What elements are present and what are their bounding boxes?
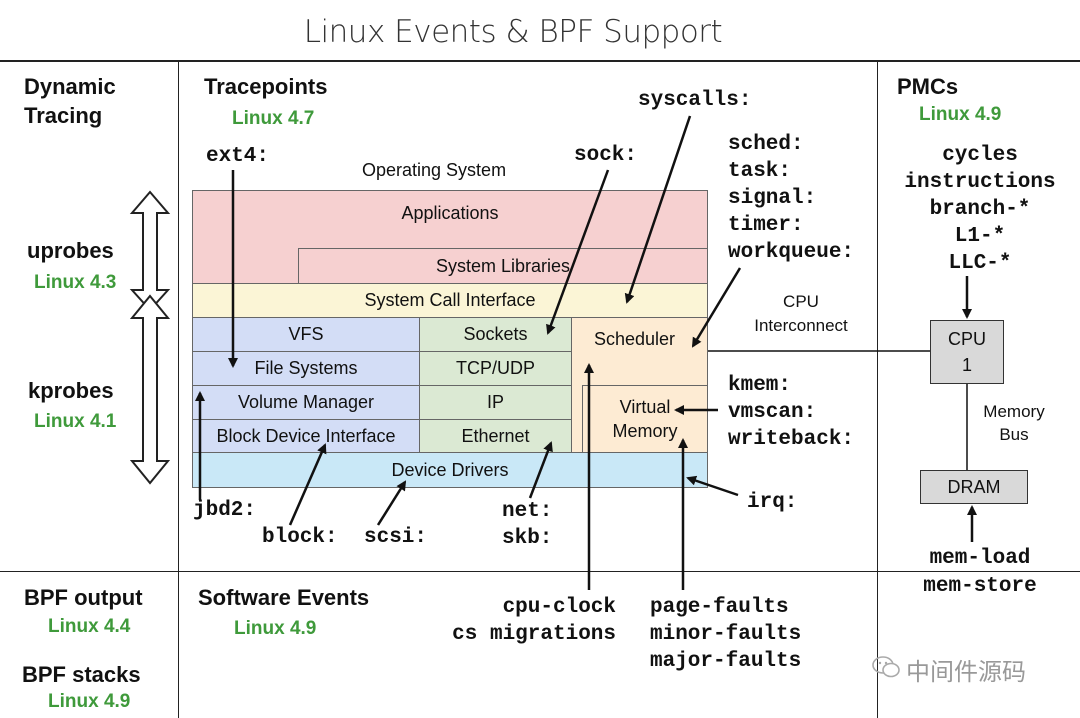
volume-manager-label: Volume Manager <box>237 392 375 412</box>
uprobes-version: Linux 4.3 <box>34 272 117 293</box>
watermark: 中间件源码 <box>872 652 1026 687</box>
virtual-memory-label: Virtual Memory <box>612 397 678 441</box>
ethernet-label: Ethernet <box>461 425 530 446</box>
device-drivers-box: Device Drivers <box>192 452 708 488</box>
pmcs-version: Linux 4.9 <box>919 104 1002 125</box>
net-skb-tracepoints: net: skb: <box>502 500 553 550</box>
uprobes-double-arrow <box>129 190 171 312</box>
tcp-udp-label: TCP/UDP <box>455 358 535 378</box>
cpu-box: CPU 1 <box>930 320 1004 384</box>
ip-box: IP <box>419 385 572 420</box>
block-device-interface-box: Block Device Interface <box>192 419 420 453</box>
fault-software-events: page-faults minor-faults major-faults <box>650 596 802 673</box>
irq-arrow <box>686 475 739 497</box>
scheduler-label: Scheduler <box>594 329 676 349</box>
cpu-interconnect-label: CPU Interconnect <box>754 292 848 335</box>
block-arrow <box>288 443 327 526</box>
watermark-text: 中间件源码 <box>906 658 1026 686</box>
jbd2-tracepoint: jbd2: <box>193 499 257 522</box>
top-divider <box>0 60 1080 62</box>
pmc-events: cycles instructions branch-* L1-* LLC-* <box>904 144 1056 275</box>
block-device-interface-label: Block Device Interface <box>216 425 396 446</box>
cpu-software-events: cpu-clock cs migrations <box>452 596 616 646</box>
left-divider <box>178 61 179 718</box>
kprobes-version: Linux 4.1 <box>34 411 117 432</box>
tracepoints-version: Linux 4.7 <box>232 108 315 129</box>
file-systems-box: File Systems <box>192 351 420 386</box>
wechat-icon <box>872 655 900 685</box>
right-divider <box>877 61 878 718</box>
tcp-udp-box: TCP/UDP <box>419 351 572 386</box>
volume-manager-box: Volume Manager <box>192 385 420 420</box>
virtual-memory-box: Virtual Memory <box>582 385 708 453</box>
tracepoints-heading: Tracepoints <box>204 74 328 99</box>
system-call-interface-box: System Call Interface <box>192 283 708 318</box>
system-libraries-label: System Libraries <box>435 255 571 276</box>
system-call-interface-label: System Call Interface <box>364 290 536 310</box>
applications-label: Applications <box>401 203 499 223</box>
kprobes-double-arrow <box>129 294 171 485</box>
software-events-version: Linux 4.9 <box>234 618 317 639</box>
block-tracepoint: block: <box>262 526 338 549</box>
file-systems-label: File Systems <box>254 358 358 378</box>
sched-tracepoints: sched: task: signal: timer: workqueue: <box>728 133 855 264</box>
mem-events: mem-load mem-store <box>923 547 1037 598</box>
operating-system-label: Operating System <box>362 160 507 180</box>
scsi-tracepoint: scsi: <box>364 526 428 549</box>
pmcs-heading: PMCs <box>897 74 959 99</box>
memory-tracepoints: kmem: vmscan: writeback: <box>728 374 855 451</box>
software-events-heading: Software Events <box>198 585 370 610</box>
dram-label: DRAM <box>947 476 1001 497</box>
uprobes-label: uprobes <box>27 238 114 263</box>
dram-box: DRAM <box>920 470 1028 504</box>
bpf-stacks-heading: BPF stacks <box>22 662 141 687</box>
scsi-arrow <box>376 480 407 526</box>
vfs-label: VFS <box>288 324 324 344</box>
bpf-stacks-version: Linux 4.9 <box>48 691 131 712</box>
memory-bus-label: Memory Bus <box>983 402 1045 444</box>
sock-tracepoint: sock: <box>574 144 638 167</box>
ip-label: IP <box>486 392 504 412</box>
syscalls-tracepoint: syscalls: <box>638 89 752 112</box>
cpu-label: CPU 1 <box>947 329 986 375</box>
vfs-box: VFS <box>192 317 420 352</box>
ext4-tracepoint: ext4: <box>206 145 270 168</box>
dynamic-tracing-heading: Dynamic Tracing <box>24 74 116 128</box>
bottom-divider <box>0 571 1080 572</box>
page-title: Linux Events & BPF Support <box>303 14 723 50</box>
kprobes-label: kprobes <box>28 378 114 403</box>
sock-arrow <box>546 169 610 335</box>
irq-tracepoint: irq: <box>747 491 798 514</box>
sched-arrow <box>691 267 742 348</box>
bpf-output-heading: BPF output <box>24 585 143 610</box>
net-arrow <box>528 441 553 499</box>
device-drivers-label: Device Drivers <box>391 459 509 480</box>
bpf-output-version: Linux 4.4 <box>48 616 131 637</box>
sockets-label: Sockets <box>463 324 528 344</box>
syscalls-arrow <box>624 115 692 304</box>
